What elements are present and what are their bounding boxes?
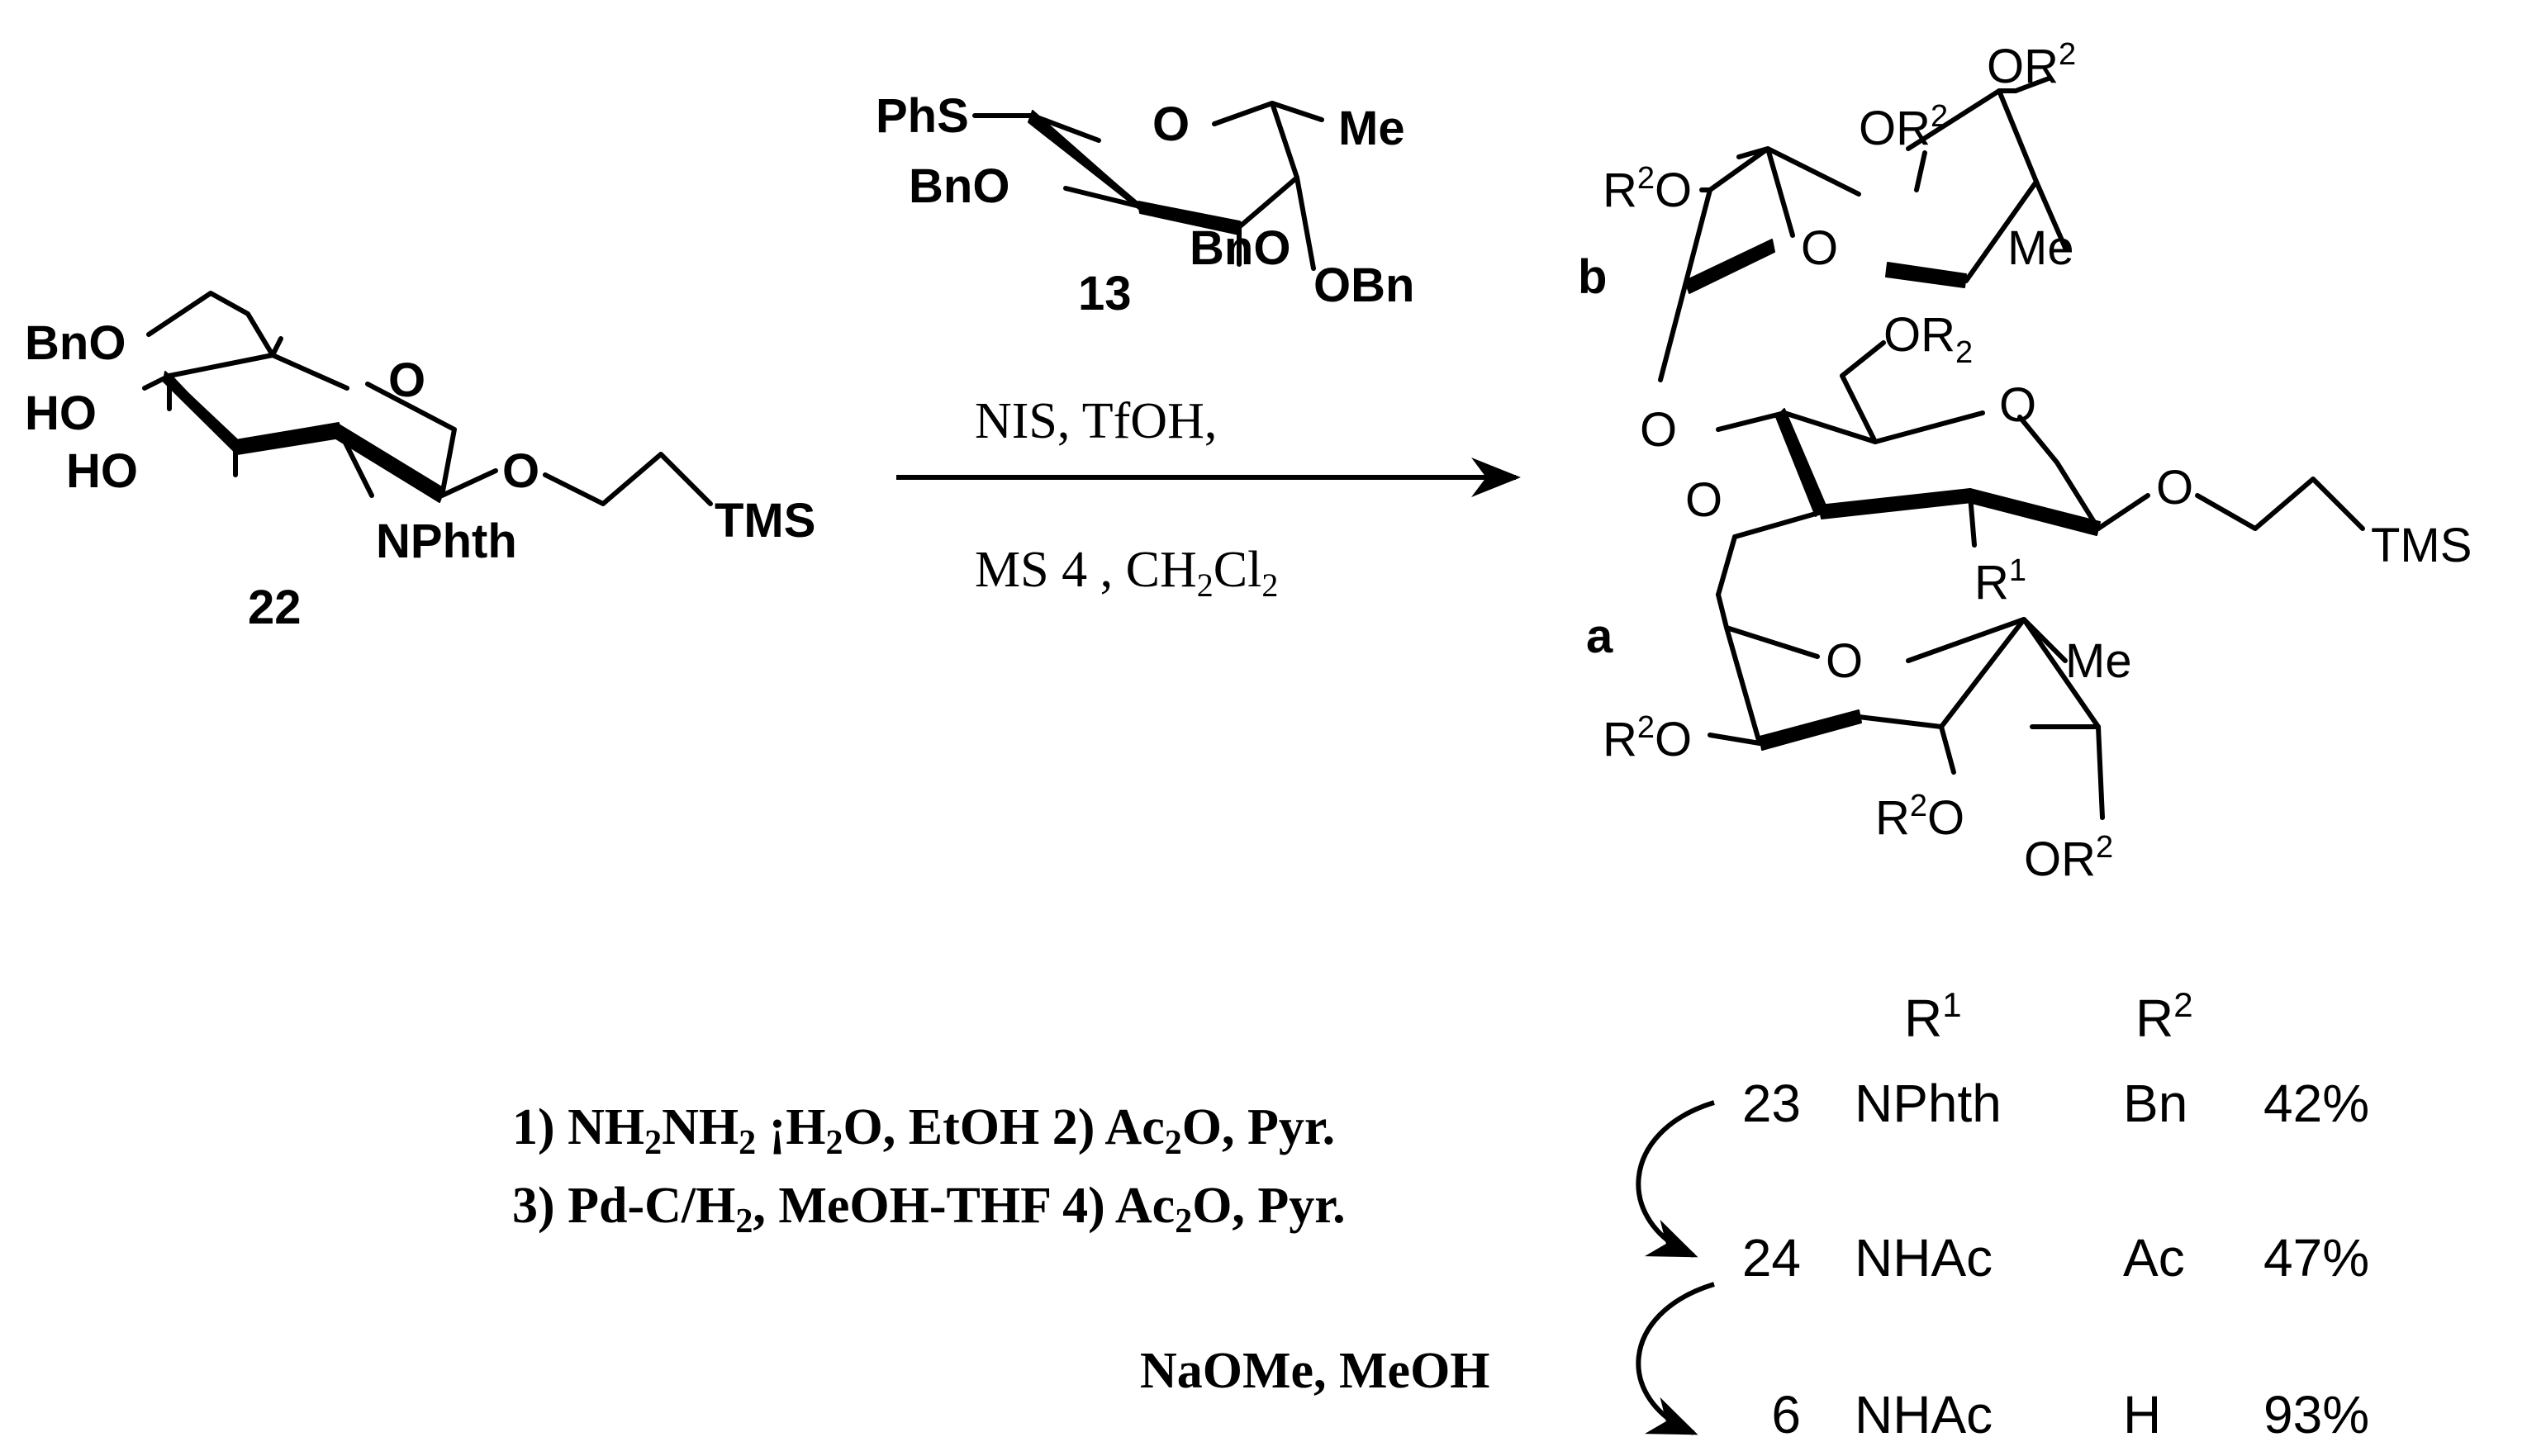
compound-22-upper-bonds <box>167 336 349 391</box>
ring-c-o-lower-bond <box>1716 534 1737 597</box>
compound-22-link-o: O <box>502 444 539 498</box>
table-row-compound: 24 <box>1742 1228 1801 1288</box>
compound-13-ring-o: O <box>1152 97 1190 151</box>
compound-13-number: 13 <box>1078 267 1132 320</box>
ring-a-sub-bonds <box>1708 724 2105 820</box>
compound-13-wedge-a <box>1028 110 1145 214</box>
ring-c-tms: TMS <box>2371 519 2472 572</box>
table-row-r1: NHAc <box>1855 1228 1993 1288</box>
compound-22-structure: BnO HO HO O NPhth O TMS 22 <box>25 291 815 634</box>
table-row-yield: 42% <box>2263 1074 2369 1133</box>
compound-22-n-bond <box>336 427 374 498</box>
ring-a-r2o-left: R2O <box>1603 710 1692 766</box>
steps-line-2: 3) Pd-C/H2, MeOH-THF 4) Ac2O, Pyr. <box>512 1178 1346 1240</box>
table-row-r2: Ac <box>2123 1228 2185 1288</box>
product-structure: R2O OR2 OR2 O Me b OR2 O O O R1 O TMS a … <box>1578 37 2472 886</box>
ring-c-wedge-b <box>1818 488 1973 519</box>
ring-a-or2-bottom: OR2 <box>2024 830 2113 886</box>
conditions-top: NIS, TfOH, <box>975 393 1217 449</box>
steps-deprotect: NaOMe, MeOH <box>1140 1343 1490 1399</box>
compound-22-chain-bonds <box>439 452 713 506</box>
ring-a-ring-o: O <box>1826 634 1863 688</box>
ring-c-or2-ch2: OR2 <box>1883 308 1973 370</box>
compound-13-bno-left: BnO <box>909 159 1009 213</box>
ring-a-wedge-a <box>1759 709 1862 751</box>
ring-a-r2o-mid: R2O <box>1875 789 1964 845</box>
compound-13-phs: PhS <box>876 89 969 143</box>
ring-b-ring-o: O <box>1801 221 1838 275</box>
ring-b-r2o: R2O <box>1603 161 1692 217</box>
reaction-arrow-group: NIS, TfOH, MS 4 , CH2Cl2 <box>896 393 1521 604</box>
ring-c-o-left: O <box>1640 403 1677 457</box>
table-row-r2: H <box>2123 1385 2161 1444</box>
steps-line-1: 1) NH2NH2 ¡H2O, EtOH 2) Ac2O, Pyr. <box>512 1099 1335 1162</box>
ring-c-sub-bonds <box>1732 340 2365 548</box>
compound-22-substituent-bonds <box>142 373 238 477</box>
table-header-r2: R2 <box>2135 985 2193 1048</box>
compound-22-c6-bonds <box>146 291 275 358</box>
ring-a-label: a <box>1586 609 1613 663</box>
compound-22-number: 22 <box>248 581 302 634</box>
ring-a-bonds <box>1716 592 2101 746</box>
ring-b-or2-bond <box>2013 76 2051 93</box>
table-row-r1: NPhth <box>1855 1074 2002 1133</box>
follow-up-conditions: 1) NH2NH2 ¡H2O, EtOH 2) Ac2O, Pyr. 3) Pd… <box>512 1099 1715 1435</box>
compound-22-ring-o: O <box>388 353 425 407</box>
curved-arrow-2 <box>1636 1282 1715 1435</box>
table-row-r1: NHAc <box>1855 1385 1993 1444</box>
table-row-r2: Bn <box>2123 1074 2187 1133</box>
table-row-yield: 93% <box>2263 1385 2369 1444</box>
ring-b-label: b <box>1578 250 1607 304</box>
ring-b-or2-top: OR2 <box>1987 37 2076 93</box>
compound-13-sub-bonds <box>972 101 1324 271</box>
compound-22-wedge-right <box>334 424 445 503</box>
compound-13-structure: PhS O Me BnO BnO OBn 13 <box>876 89 1414 320</box>
curved-arrow-1 <box>1636 1100 1715 1258</box>
conditions-bottom: MS 4 , CH2Cl2 <box>975 542 1278 604</box>
substituent-table: R1 R2 23 NPhth Bn 42% 24 NHAc Ac 47% 6 N… <box>1742 985 2369 1444</box>
compound-22-wedge-front <box>235 422 341 455</box>
ring-c-r1: R1 <box>1974 553 2026 609</box>
compound-22-ho-upper: HO <box>25 387 97 440</box>
table-row-compound: 23 <box>1742 1074 1801 1133</box>
compound-22-tms: TMS <box>715 494 815 548</box>
ring-c-o-lower: O <box>1685 473 1722 527</box>
ring-b-sub-bonds <box>1658 88 2039 382</box>
compound-13-obn: OBn <box>1313 258 1414 312</box>
ring-a-ring-bonds <box>1856 617 2026 729</box>
compound-13-bno-mid: BnO <box>1190 221 1290 275</box>
compound-22-ho-lower: HO <box>66 444 138 498</box>
ring-b-wedge-a <box>1684 239 1775 294</box>
compound-13-me: Me <box>1338 102 1405 155</box>
ring-b-or2-mid: OR2 <box>1859 99 1948 155</box>
compound-22-bno: BnO <box>25 316 126 370</box>
ring-c-link-o: O <box>2156 461 2193 515</box>
table-row-yield: 47% <box>2263 1228 2369 1288</box>
ring-b-me: Me <box>2007 221 2074 275</box>
table-row-compound: 6 <box>1771 1385 1801 1444</box>
compound-22-wedge-left <box>163 371 240 453</box>
ring-c-ring-o: O <box>1999 378 2036 432</box>
compound-22-nphth: NPhth <box>376 515 517 568</box>
table-header-r1: R1 <box>1904 985 1962 1048</box>
ring-a-me: Me <box>2065 634 2132 688</box>
ring-b-wedge-b <box>1885 262 1967 288</box>
ring-b-bonds <box>1683 88 2068 287</box>
